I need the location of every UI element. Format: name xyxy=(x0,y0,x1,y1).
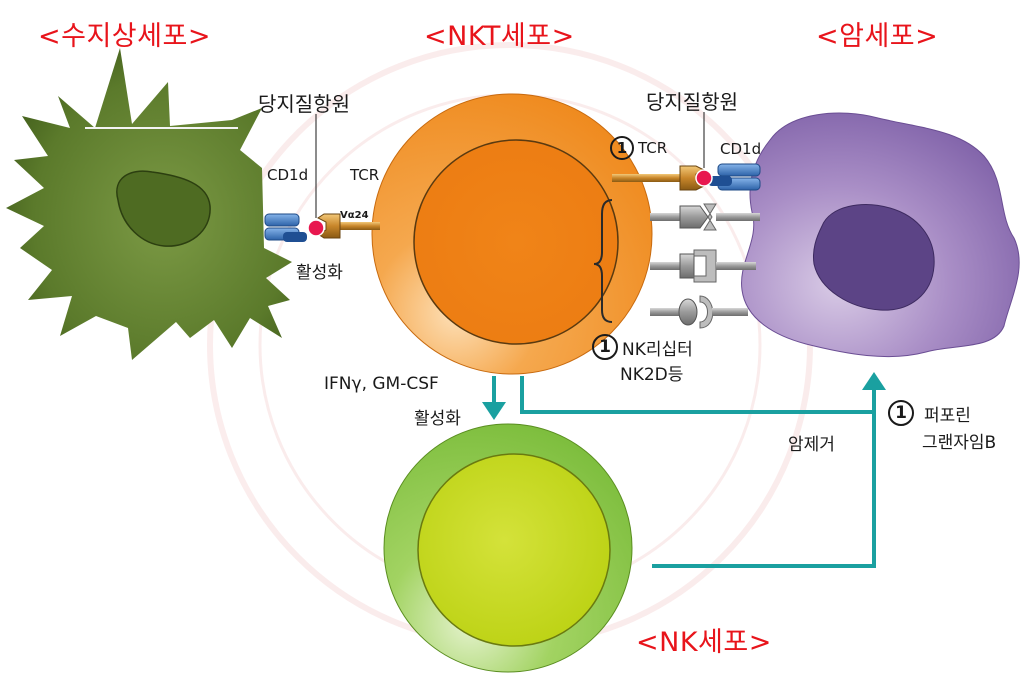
right-cd1d-beta xyxy=(708,176,732,186)
receptor-bracket xyxy=(593,199,613,323)
perforin-label: 퍼포린 xyxy=(924,405,971,426)
nk-receptor-label: NK리십터 xyxy=(622,339,693,360)
right-cd1d-upper xyxy=(717,163,761,177)
arrowheads xyxy=(482,372,886,420)
left-cd1d-upper xyxy=(264,213,300,227)
nk-receptor-2-stalk xyxy=(650,262,680,270)
marker-number-nk-receptor: 1 xyxy=(592,334,618,360)
glycolipid-antigen-right-label: 당지질항원 xyxy=(646,90,738,114)
right-receptor-complex xyxy=(612,112,761,191)
marker-number-perforin: 1 xyxy=(888,400,914,426)
arrowhead-to-cancer xyxy=(862,372,886,390)
nk-ligand-1-stalk xyxy=(716,213,760,221)
nk-ligand-3-stalk xyxy=(712,308,748,316)
nk-cell xyxy=(383,423,633,673)
cancer-cell xyxy=(741,112,1020,358)
cancer-nucleus xyxy=(813,204,935,311)
cd1d-right-label: CD1d xyxy=(720,140,762,158)
granzyme-label: 그랜자임B xyxy=(922,433,997,453)
dendritic-cell-title: <수지상세포> xyxy=(38,21,211,52)
nk-receptor-2-head xyxy=(679,253,695,279)
glycolipid-antigen-left-label: 당지질항원 xyxy=(258,92,350,116)
arrowhead-to-nk xyxy=(482,402,506,420)
nkt-cell xyxy=(371,93,653,375)
cancer-removal-label: 암제거 xyxy=(788,435,835,455)
tcr-right-group: 1 TCR xyxy=(610,136,667,160)
cancer-cell-title: <암세포> xyxy=(816,21,939,52)
nk-ligand-2 xyxy=(693,249,717,283)
nk-cell-nucleus xyxy=(417,453,611,647)
tcr-left-label: TCR xyxy=(350,166,380,184)
cd1d-left-label: CD1d xyxy=(267,166,309,184)
va24-label: Vα24 xyxy=(340,210,369,221)
nkt-cell-title: <NKT세포> xyxy=(424,21,575,52)
nk-receptors xyxy=(650,203,760,329)
nk-receptor-1-stalk xyxy=(650,213,680,221)
nk-receptor-1-head xyxy=(679,205,709,229)
nk-receptor-3-stalk xyxy=(650,308,680,316)
nk-receptor-3-head xyxy=(678,298,698,326)
cytokines-label: IFNγ, GM-CSF xyxy=(324,374,439,394)
tcr-right-label: TCR xyxy=(638,139,668,157)
nk-ligand-3 xyxy=(699,295,714,329)
left-antigen xyxy=(307,219,325,237)
dendritic-cell xyxy=(6,48,292,360)
nkt-cell-nucleus xyxy=(413,139,619,345)
nk-receptor-group: 1 NK리십터 xyxy=(592,334,693,360)
right-tcr-stalk xyxy=(612,174,682,182)
arrow-nk-to-cancer xyxy=(652,386,876,568)
nk-ligand-2-stalk xyxy=(716,262,756,270)
dendritic-nucleus xyxy=(116,170,211,247)
activation-mid-label: 활성화 xyxy=(414,409,461,429)
nk2d-label: NK2D등 xyxy=(620,365,684,385)
perforin-group: 1 퍼포린 xyxy=(888,400,971,426)
left-tcr-stalk xyxy=(340,222,380,230)
nk-ligand-1 xyxy=(703,203,717,231)
left-receptor-complex xyxy=(264,114,380,242)
activation-left-label: 활성화 xyxy=(296,263,343,283)
right-antigen xyxy=(695,169,713,187)
nk-cell-title: <NK세포> xyxy=(636,627,772,658)
arrows xyxy=(492,376,876,568)
left-cd1d-beta xyxy=(283,232,307,242)
arrow-nkt-to-cancer xyxy=(520,376,874,414)
marker-number-tcr: 1 xyxy=(610,136,634,160)
